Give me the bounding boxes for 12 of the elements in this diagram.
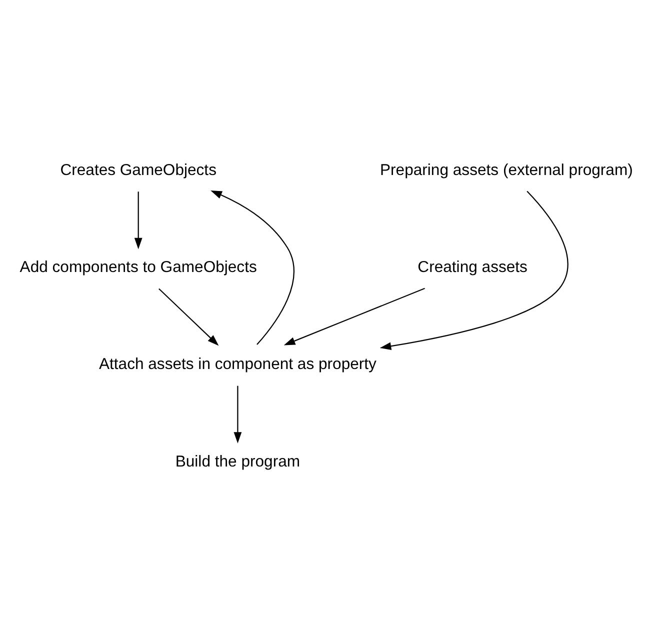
node-text: Add components to GameObjects: [20, 258, 257, 276]
node-text: Creating assets: [418, 258, 528, 276]
arrow: [284, 287, 425, 345]
node-text: Build the program: [175, 452, 300, 470]
arrow: [210, 190, 294, 344]
arrow: [234, 385, 242, 443]
arrow: [134, 191, 142, 249]
arrow: [380, 190, 568, 350]
arrow: [158, 288, 219, 346]
node-text: Creates GameObjects: [60, 162, 216, 179]
node-text: Preparing assets (external program): [380, 162, 633, 179]
node-text: Attach assets in component as property: [98, 356, 376, 373]
